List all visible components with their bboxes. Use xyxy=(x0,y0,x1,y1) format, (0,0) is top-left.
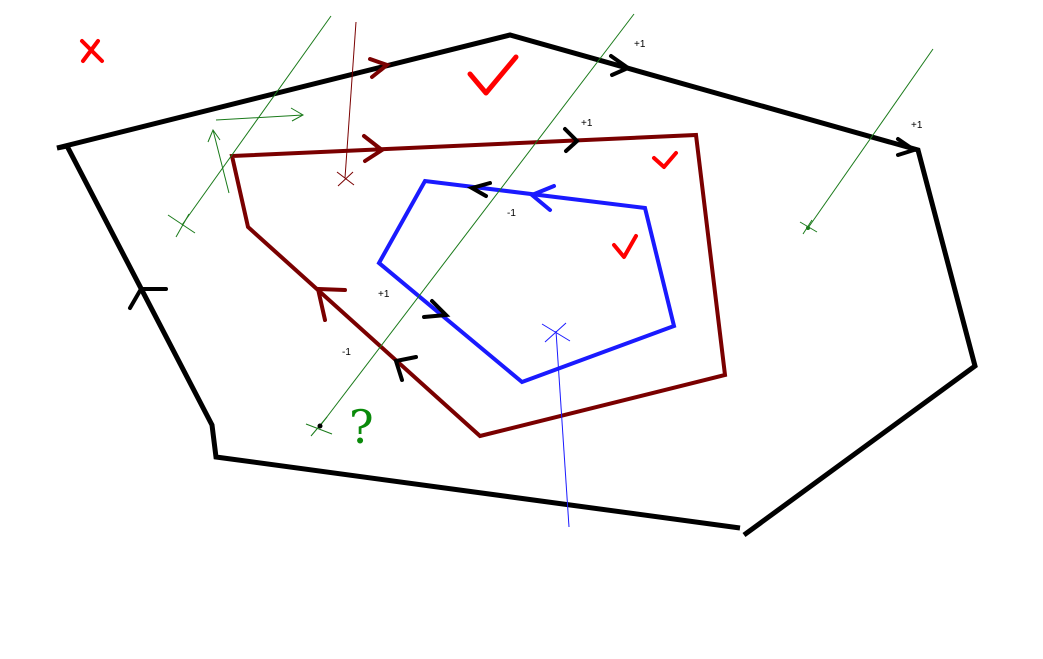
label-plus1: +1 xyxy=(634,39,646,50)
ray-origin-dot xyxy=(806,226,810,230)
ray-origin-dot xyxy=(317,423,323,429)
green-ray-left xyxy=(181,15,332,226)
arrow-head xyxy=(422,299,451,319)
label-plus1: +1 xyxy=(378,289,390,300)
label-plus1: +1 xyxy=(581,118,593,129)
label-minus1: -1 xyxy=(342,347,351,358)
arrow-head xyxy=(563,127,580,153)
question-mark: ? xyxy=(349,400,374,454)
check-mark xyxy=(652,151,678,169)
outer-polygon xyxy=(56,32,978,538)
green-small-arrow-horizontal xyxy=(215,114,304,121)
arrow-head xyxy=(393,355,418,382)
inner-polygon xyxy=(376,178,677,385)
green-ray-middle xyxy=(319,13,635,427)
label-minus1: -1 xyxy=(507,208,516,219)
arrow-head xyxy=(528,184,556,212)
blue-ray xyxy=(541,322,571,528)
arrow-head xyxy=(128,287,168,310)
maroon-ray xyxy=(336,21,357,187)
green-rays xyxy=(167,13,934,437)
middle-direction-arrows xyxy=(315,57,392,322)
arrow-head xyxy=(368,57,392,79)
crossing-direction-arrows xyxy=(393,127,580,382)
cross-mark xyxy=(80,39,104,63)
green-small-arrow-vertical xyxy=(212,129,230,194)
label-plus1: +1 xyxy=(911,120,923,131)
arrow-head xyxy=(466,181,492,198)
arrow-head xyxy=(362,134,386,163)
check-mark xyxy=(467,54,519,96)
arrow-head xyxy=(609,54,633,77)
outer-direction-arrows xyxy=(128,54,919,310)
arrow-head xyxy=(315,286,347,322)
middle-polygon xyxy=(229,132,728,439)
green-ray-right xyxy=(807,48,934,229)
check-mark xyxy=(612,234,638,259)
arrow-head xyxy=(896,137,919,157)
